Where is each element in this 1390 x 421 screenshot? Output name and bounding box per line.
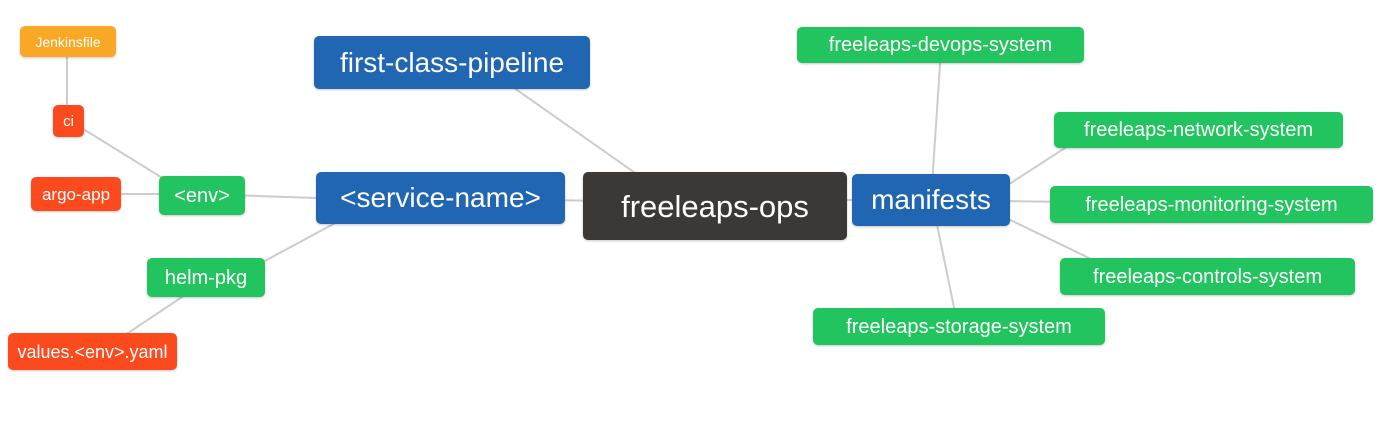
mindmap-node-env[interactable]: <env> — [159, 176, 245, 215]
mindmap-node-freeleaps-devops-system[interactable]: freeleaps-devops-system — [797, 27, 1084, 63]
mindmap-node-manifests[interactable]: manifests — [852, 174, 1010, 226]
mindmap-node-values-env-yaml[interactable]: values.<env>.yaml — [8, 333, 177, 370]
mindmap-node-freeleaps-controls-system[interactable]: freeleaps-controls-system — [1060, 258, 1355, 295]
mindmap-node-service-name[interactable]: <service-name> — [316, 172, 565, 224]
mindmap-node-helm-pkg[interactable]: helm-pkg — [147, 258, 265, 297]
edge-manifests--freeleaps-storage-system — [934, 214, 958, 323]
mindmap-node-first-class-pipeline[interactable]: first-class-pipeline — [314, 36, 590, 89]
mindmap-node-freeleaps-monitoring-system[interactable]: freeleaps-monitoring-system — [1050, 186, 1373, 223]
mindmap-node-freeleaps-ops[interactable]: freeleaps-ops — [583, 172, 847, 240]
mindmap-node-jenkinsfile[interactable]: Jenkinsfile — [20, 26, 116, 57]
mindmap-node-argo-app[interactable]: argo-app — [31, 177, 121, 211]
mindmap-node-ci[interactable]: ci — [53, 105, 84, 137]
edge-freeleaps-ops--first-class-pipeline — [499, 77, 649, 183]
mindmap-node-freeleaps-storage-system[interactable]: freeleaps-storage-system — [813, 308, 1105, 345]
mindmap-node-freeleaps-network-system[interactable]: freeleaps-network-system — [1054, 112, 1343, 148]
edge-manifests--freeleaps-devops-system — [931, 49, 942, 186]
